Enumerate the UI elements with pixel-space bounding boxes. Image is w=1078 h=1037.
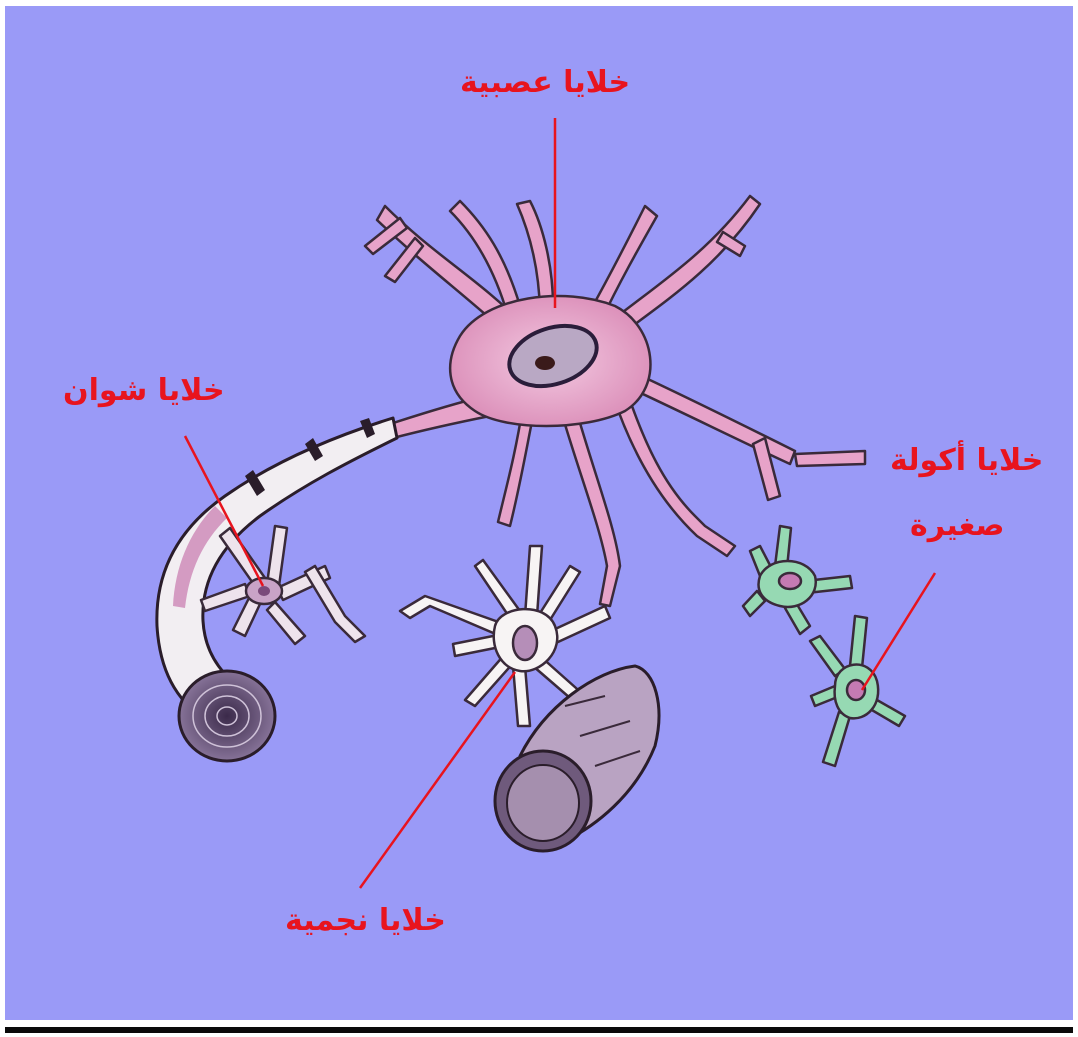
bottom-divider [5,1027,1073,1033]
microglia-cell-upper [743,526,852,634]
label-microglia-line1: خلايا أكولة [890,446,1043,476]
microglia-cell-lower [810,616,905,766]
astrocyte-nucleus [513,626,537,660]
neuron-nucleolus [535,356,555,370]
neuron-dendrite [795,451,865,466]
label-astrocytes: خلايا نجمية [285,906,446,936]
label-microglia-line2: صغيرة [910,511,1005,541]
label-schwann-cells: خلايا شوان [63,376,225,406]
diagram-canvas: خلايا عصبية خلايا شوان خلايا أكولة صغيرة… [5,6,1073,1020]
leader-astrocytes [360,672,515,888]
label-neurons: خلايا عصبية [460,68,630,98]
neuron-dendrite [517,201,553,311]
schwann-cell [201,526,365,644]
leader-microglia [862,573,935,690]
